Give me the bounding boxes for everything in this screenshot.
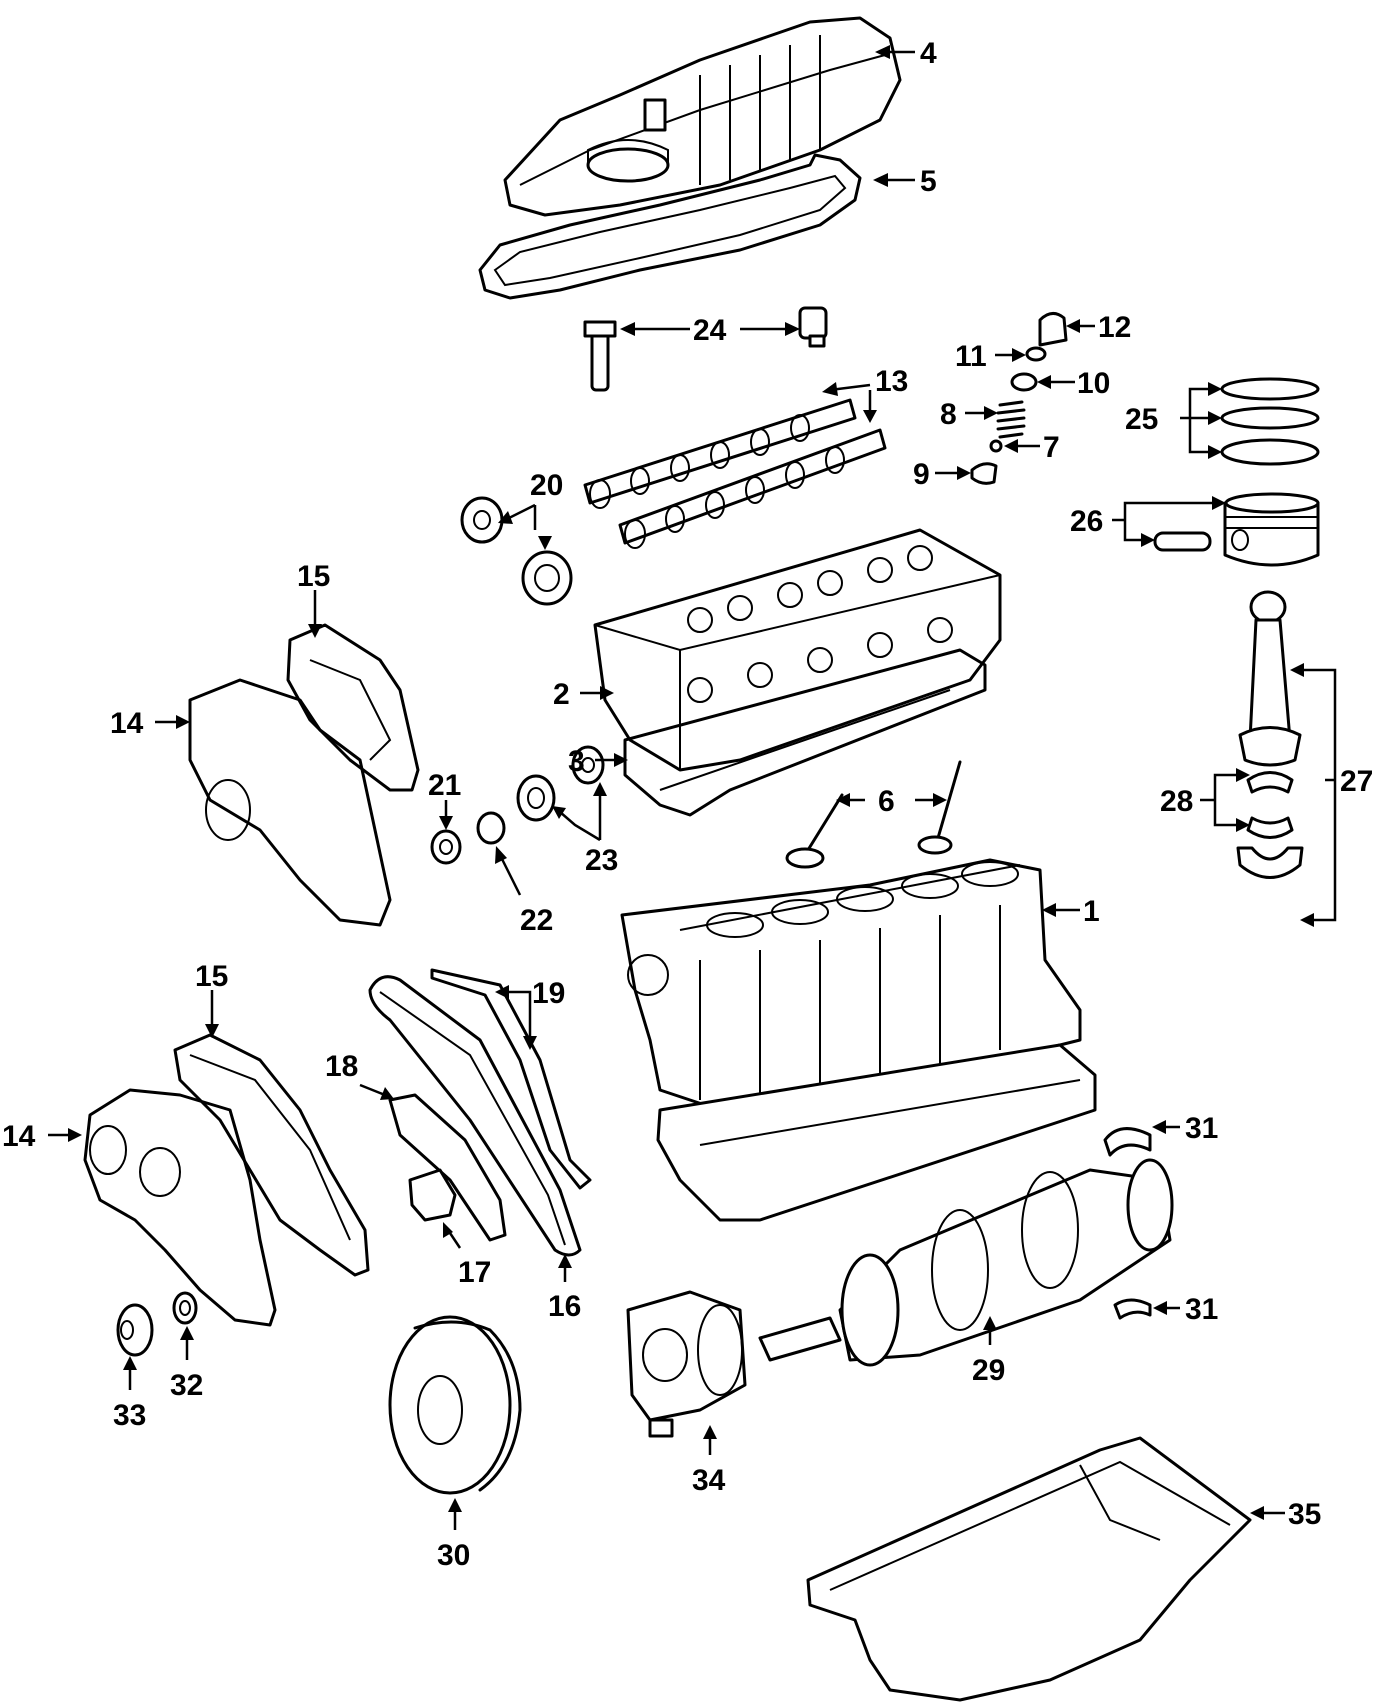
callout-13: 13 [875, 365, 908, 398]
callout-2: 2 [553, 678, 570, 711]
callout-10: 10 [1077, 367, 1110, 400]
callout-6: 6 [878, 785, 895, 818]
callout-1: 1 [1083, 895, 1100, 928]
piston-pin [1153, 531, 1212, 552]
callout-29: 29 [972, 1354, 1005, 1387]
intake-valve [785, 793, 844, 869]
rod-bearing-upper [1246, 771, 1294, 794]
callout-19: 19 [532, 977, 565, 1010]
callout-14-upper: 14 [110, 707, 144, 740]
callout-23: 23 [585, 844, 618, 877]
valve-retainer [1010, 372, 1038, 392]
tensioner-pulley [571, 745, 605, 785]
crankshaft [758, 1158, 1174, 1367]
callout-12: 12 [1098, 311, 1131, 344]
callout-7: 7 [1043, 431, 1060, 464]
callout-26: 26 [1070, 505, 1103, 538]
callout-5: 5 [920, 165, 937, 198]
main-bearing-lower [1113, 1298, 1152, 1320]
chain-tensioner [408, 1168, 457, 1222]
callout-11: 11 [955, 340, 987, 373]
callout-9: 9 [913, 458, 930, 491]
callout-31-lower: 31 [1185, 1293, 1218, 1326]
crank-hub [116, 1303, 154, 1357]
callout-18: 18 [325, 1050, 358, 1083]
rod-bearing-lower [1246, 816, 1294, 839]
exhaust-valve [917, 760, 962, 855]
valve-lifter [970, 462, 998, 485]
callout-31-upper: 31 [1185, 1112, 1218, 1145]
tensioner-rail [388, 1093, 507, 1242]
callout-21: 21 [428, 769, 461, 802]
connecting-rod [1238, 590, 1302, 767]
callout-22: 22 [520, 904, 553, 937]
cylinder-head [593, 528, 1002, 772]
pump-assembly [626, 1290, 747, 1438]
callout-30: 30 [437, 1539, 470, 1572]
valve-cover-gasket [478, 153, 862, 300]
main-bearing-upper [1103, 1127, 1152, 1157]
valve-seal-small [1025, 346, 1047, 362]
callout-17: 17 [458, 1256, 491, 1289]
callout-16: 16 [548, 1290, 581, 1323]
callout-35: 35 [1288, 1498, 1321, 1531]
callout-3: 3 [568, 745, 585, 778]
crank-sprocket [476, 811, 506, 845]
rod-cap [1236, 846, 1304, 879]
valve-lock [989, 439, 1003, 453]
bedplate [656, 1043, 1097, 1222]
cam-sprocket [521, 550, 573, 606]
upper-timing-cover [188, 678, 392, 927]
valve-cover [503, 16, 902, 217]
callout-14-lower: 14 [2, 1120, 36, 1153]
chain-guide [430, 968, 592, 1190]
front-cover-gasket [173, 1033, 370, 1277]
callout-8: 8 [940, 398, 957, 431]
callout-32: 32 [170, 1369, 203, 1402]
callout-labels: 1 2 3 4 5 6 7 8 9 10 11 12 13 14 14 15 1… [2, 37, 1373, 1572]
leader-lines [48, 45, 1337, 1530]
valve-spring [996, 400, 1026, 439]
crank-seal [430, 829, 462, 865]
front-seal [172, 1291, 198, 1325]
idler-pulley [516, 774, 556, 822]
callout-15-upper: 15 [297, 560, 330, 593]
head-gasket [623, 648, 987, 817]
callout-28: 28 [1160, 785, 1193, 818]
upper-timing-gasket [286, 623, 420, 792]
piston [1223, 492, 1320, 567]
callout-27: 27 [1340, 765, 1373, 798]
damper-pulley [388, 1315, 522, 1495]
callout-25: 25 [1125, 403, 1158, 436]
piston-rings [1220, 377, 1320, 466]
callout-20: 20 [530, 469, 563, 502]
oil-pan [806, 1436, 1252, 1702]
cam-seal [460, 496, 504, 544]
camshafts [583, 398, 887, 549]
callout-4: 4 [920, 37, 937, 70]
valve-keeper-top [1038, 312, 1068, 347]
callout-33: 33 [113, 1399, 146, 1432]
callout-15-lower: 15 [195, 960, 228, 993]
callout-24: 24 [693, 314, 727, 347]
front-cover [83, 1088, 277, 1327]
callout-34: 34 [692, 1464, 726, 1497]
camshaft-sensor-right [798, 306, 828, 348]
camshaft-sensor-left [583, 320, 617, 392]
timing-chain [368, 975, 582, 1257]
